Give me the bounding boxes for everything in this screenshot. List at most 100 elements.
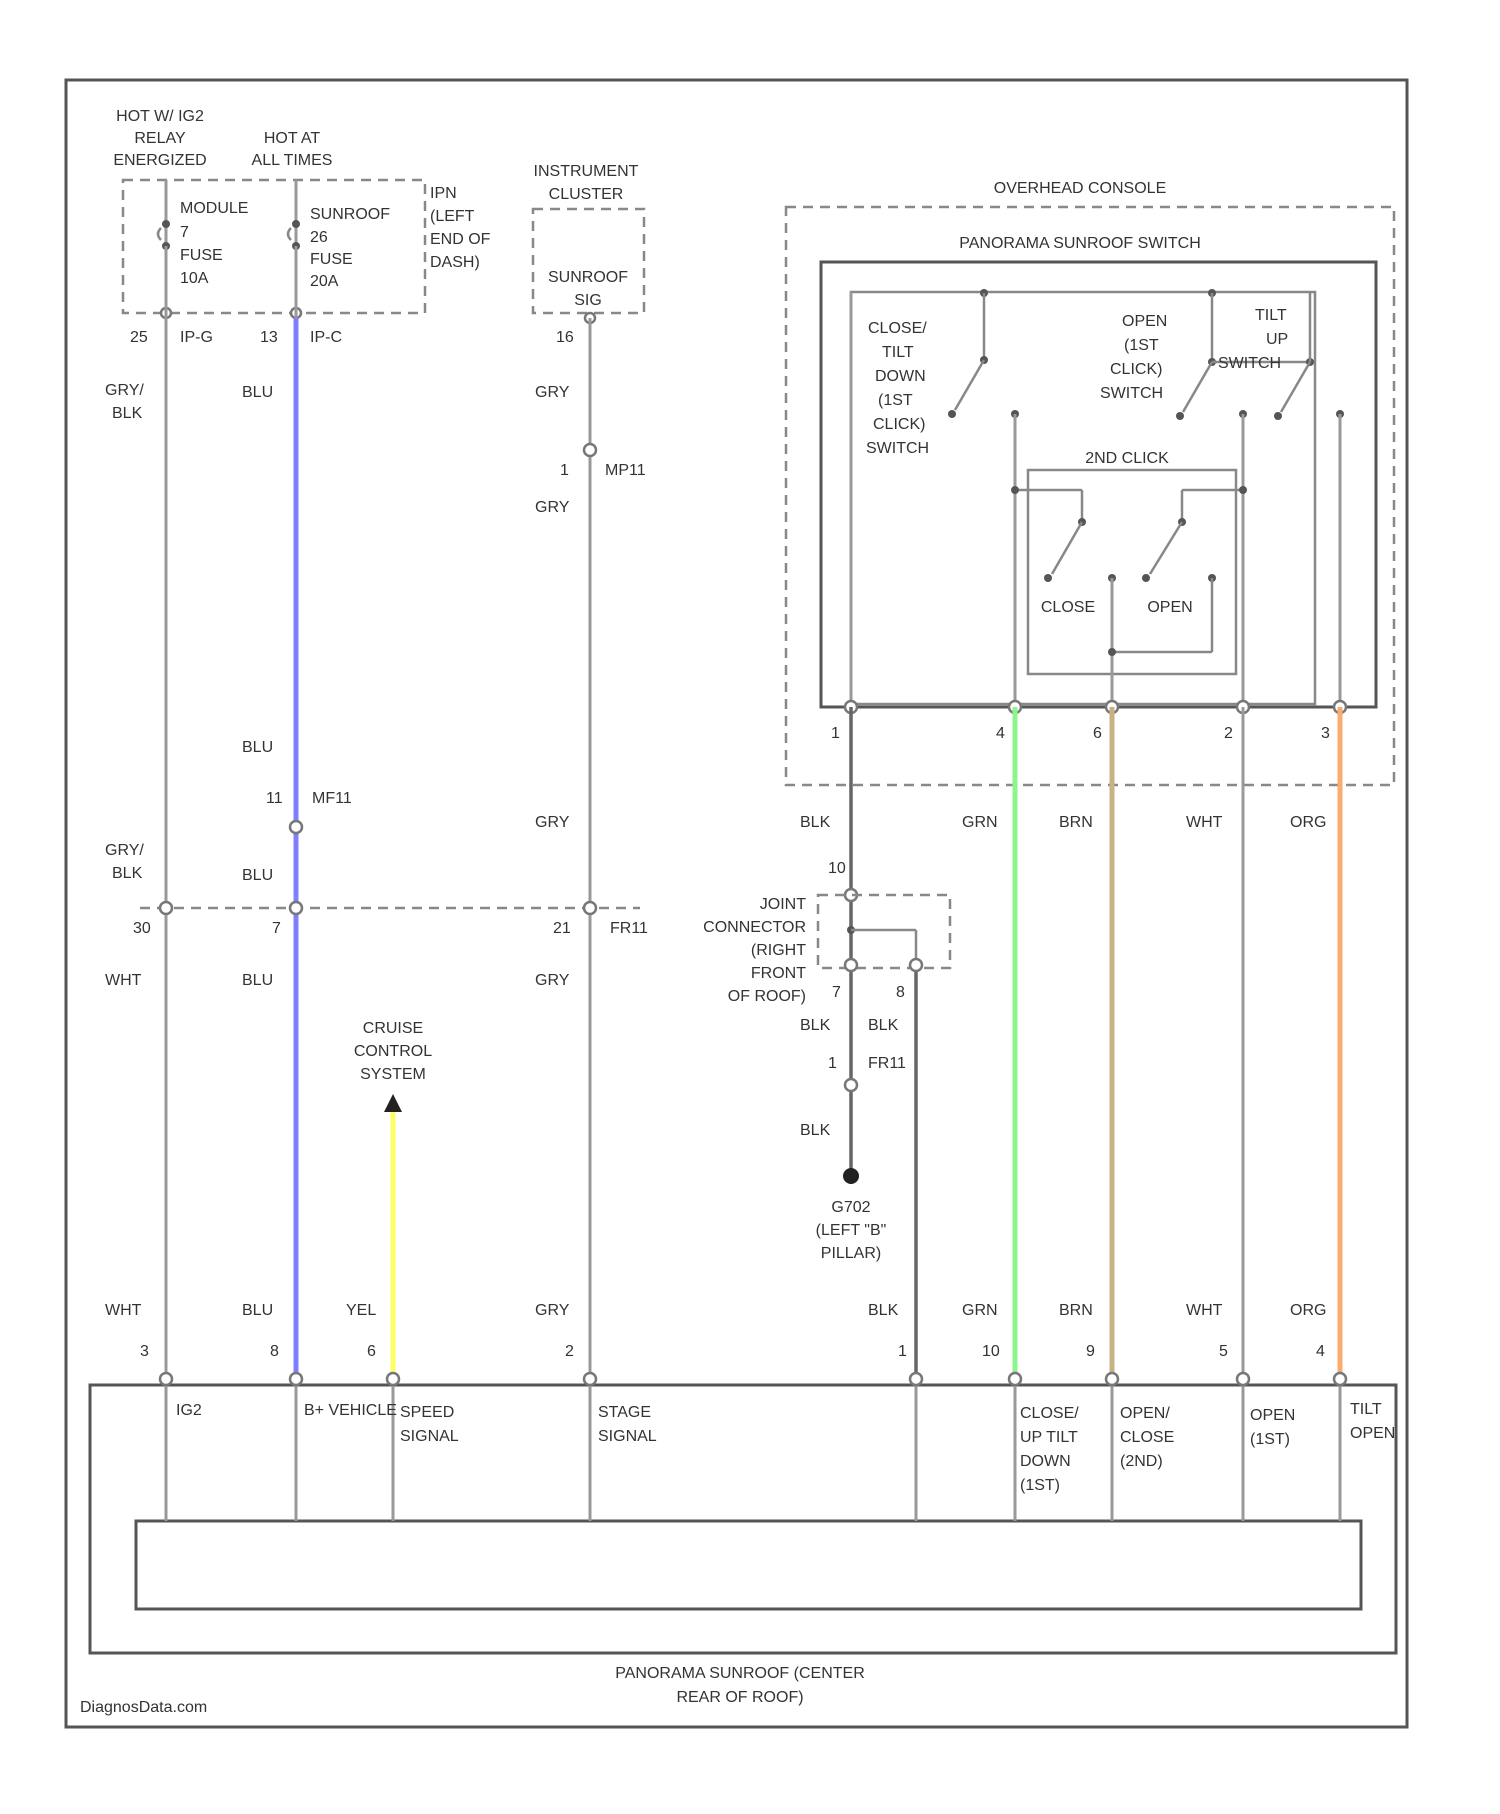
module-pin-8 [290, 1373, 302, 1385]
wire-label-gry-1: GRY [535, 384, 570, 401]
joint-label-1: JOINT [760, 896, 806, 913]
fr11-pin-21 [584, 902, 596, 914]
module-open-1st-1: OPEN [1250, 1407, 1295, 1424]
module-ig2: IG2 [176, 1402, 202, 1419]
module-close-4: (1ST) [1020, 1477, 1060, 1494]
module-stage-2: SIGNAL [598, 1428, 657, 1445]
fr11-pin-7-label: 7 [272, 920, 281, 937]
hot-relay-label-1: HOT W/ IG2 [116, 108, 204, 125]
close-tilt-label-2: TILT [882, 344, 914, 361]
wire-label-gry-2: GRY [535, 499, 570, 516]
switch-pin-2-label: 2 [1224, 725, 1233, 742]
module-speed-1: SPEED [400, 1404, 454, 1421]
fr11-pin-30-label: 30 [133, 920, 151, 937]
open-2nd-contact [1142, 574, 1150, 582]
bottom-wire-org: ORG [1290, 1302, 1326, 1319]
close-label: CLOSE [1041, 599, 1095, 616]
hot-all-label-1: HOT AT [264, 130, 321, 147]
tilt-up-blade [1281, 362, 1310, 412]
cruise-label-3: SYSTEM [360, 1066, 426, 1083]
bottom-wire-yel: YEL [346, 1302, 376, 1319]
bottom-pin-4: 4 [1316, 1343, 1325, 1360]
wire-label-org-1: ORG [1290, 814, 1326, 831]
close-2nd-contact [1044, 574, 1052, 582]
close-tilt-contact [948, 410, 956, 418]
module-speed-2: SIGNAL [400, 1428, 459, 1445]
joint-pin-10: 10 [828, 860, 846, 877]
switch-title: PANORAMA SUNROOF SWITCH [959, 235, 1201, 252]
ipn-label-3: END OF [430, 231, 491, 248]
module-title-2: REAR OF ROOF) [676, 1689, 803, 1706]
tilt-up-label-3: SWITCH [1218, 355, 1281, 372]
open-1st-label-2: (1ST [1124, 337, 1159, 354]
module-open-close-3: (2ND) [1120, 1453, 1163, 1470]
second-click-box [1028, 470, 1236, 674]
sunroof-fuse-1: SUNROOF [310, 206, 390, 223]
wire-label-gry-3: GRY [535, 814, 570, 831]
open-1st-label-3: CLICK) [1110, 361, 1162, 378]
hot-all-label-2: ALL TIMES [252, 152, 333, 169]
close-tilt-blade [955, 360, 984, 410]
close-tilt-label-4: (1ST [878, 392, 913, 409]
module-fuse-2: 7 [180, 224, 189, 241]
tilt-up-contact [1274, 412, 1282, 420]
fr11-connector-ring [845, 1079, 857, 1091]
bottom-pin-2: 2 [565, 1343, 574, 1360]
switch-pin-1-label: 1 [831, 725, 840, 742]
sunroof-fuse-4: 20A [310, 273, 339, 290]
mf11-label: MF11 [312, 790, 352, 807]
fr11-pin-7 [290, 902, 302, 914]
bottom-pin-10: 10 [982, 1343, 1000, 1360]
module-close-2: UP TILT [1020, 1429, 1078, 1446]
cruise-arrow [384, 1094, 402, 1112]
close-tilt-label-3: DOWN [875, 368, 926, 385]
mp11-label: MP11 [605, 462, 646, 479]
module-fuse-1: MODULE [180, 200, 248, 217]
close-2nd-blade [1052, 522, 1082, 574]
module-pin-9 [1106, 1373, 1118, 1385]
wire-label-blu-3: BLU [242, 867, 273, 884]
hot-relay-label-3: ENERGIZED [113, 152, 206, 169]
ground-label-2: (LEFT "B" [816, 1222, 887, 1239]
wire-label-blk-3: BLK [868, 1017, 899, 1034]
tilt-up-label-2: UP [1266, 331, 1288, 348]
wire-label-brn-1: BRN [1059, 814, 1093, 831]
open-1st-label-1: OPEN [1122, 313, 1167, 330]
bottom-wire-wht-2: WHT [1186, 1302, 1223, 1319]
bottom-pin-1: 1 [898, 1343, 907, 1360]
module-open-close-2: CLOSE [1120, 1429, 1174, 1446]
module-close-1: CLOSE/ [1020, 1405, 1079, 1422]
sunroof-fuse [288, 205, 300, 250]
module-stage-1: STAGE [598, 1404, 651, 1421]
open-2nd-common [1239, 486, 1247, 494]
module-title-1: PANORAMA SUNROOF (CENTER [615, 1665, 865, 1682]
ipn-label-2: (LEFT [430, 208, 475, 225]
mp11-pin: 1 [560, 462, 569, 479]
pin-13-conn: IP-C [310, 329, 342, 346]
sunroof-sig-2: SIG [574, 292, 602, 309]
cruise-label-2: CONTROL [354, 1043, 432, 1060]
bottom-wire-grn: GRN [962, 1302, 998, 1319]
ground-g702-icon [843, 1168, 859, 1184]
wire-label-blk-2: BLK [800, 1017, 831, 1034]
module-pin-10 [1009, 1373, 1021, 1385]
bottom-wire-blk: BLK [868, 1302, 899, 1319]
overhead-console-title: OVERHEAD CONSOLE [994, 180, 1166, 197]
switch-pin-3-label: 3 [1321, 725, 1330, 742]
open-label: OPEN [1147, 599, 1192, 616]
joint-pin-8: 8 [896, 984, 905, 1001]
fr11-pin-30 [160, 902, 172, 914]
fr11-label-right: FR11 [868, 1055, 906, 1072]
fr11-pin-1: 1 [828, 1055, 837, 1072]
module-pin-5 [1237, 1373, 1249, 1385]
module-pin-2 [584, 1373, 596, 1385]
wire-label-wht-1: WHT [105, 972, 142, 989]
joint-label-4: FRONT [751, 965, 806, 982]
open-1st-blade [1183, 362, 1212, 412]
wire-label-gry-blk-3: GRY/ [105, 842, 144, 859]
pin-25-label: 25 [130, 329, 148, 346]
module-tilt-2: OPEN [1350, 1425, 1395, 1442]
close-2nd-common [1011, 486, 1019, 494]
open-1st-label-4: SWITCH [1100, 385, 1163, 402]
wire-label-gry-4: GRY [535, 972, 570, 989]
